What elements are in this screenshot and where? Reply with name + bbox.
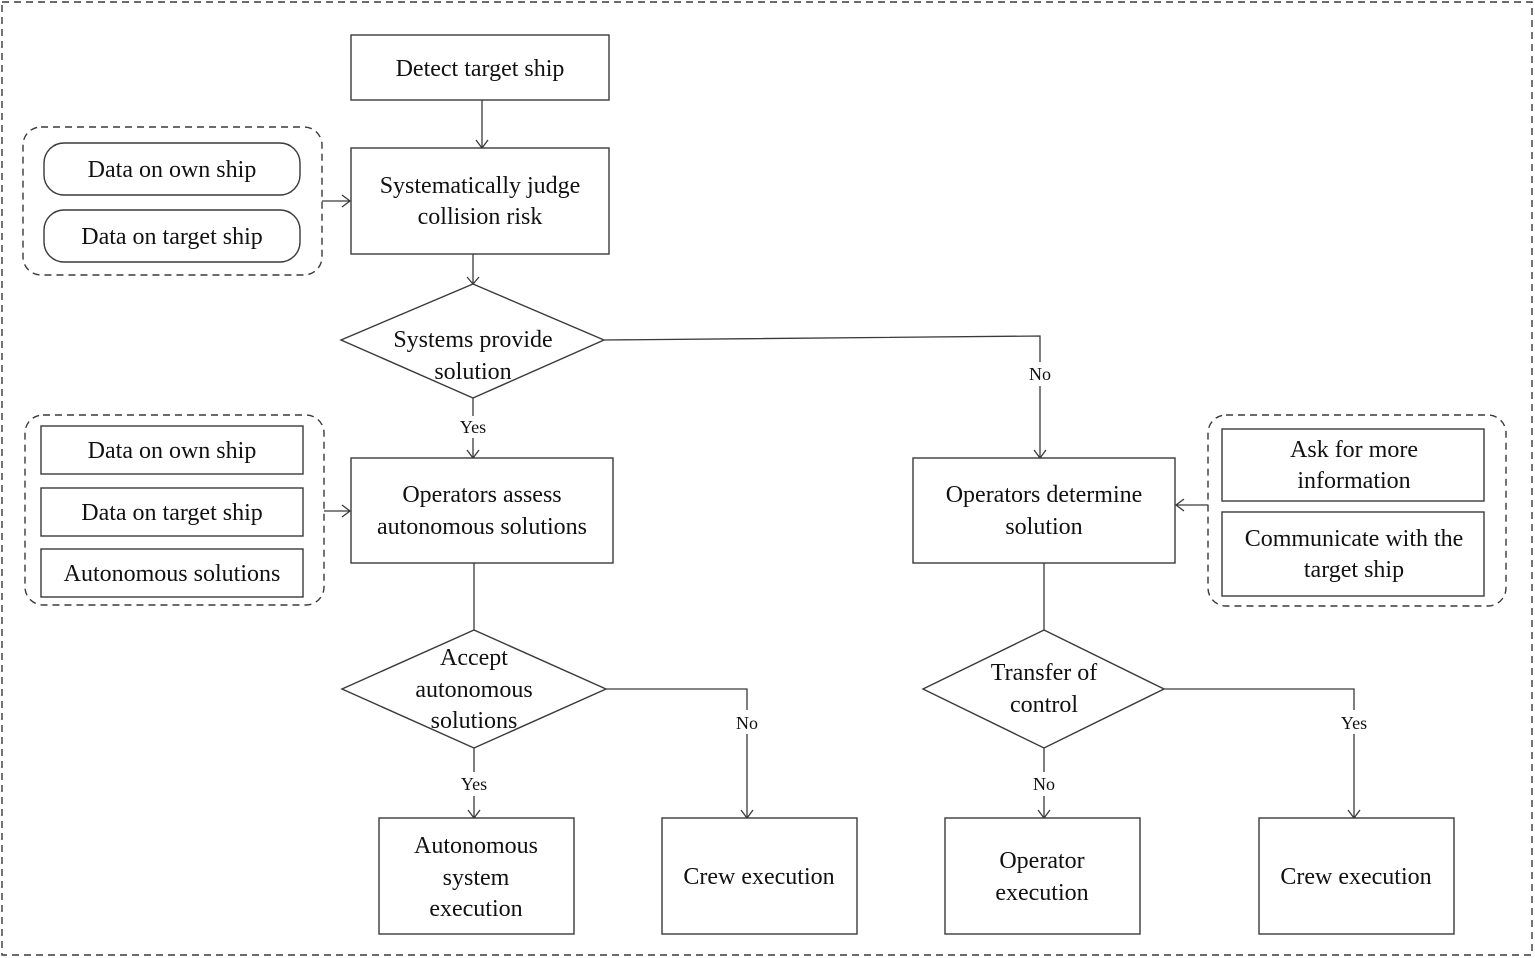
node-text: Detect target ship: [396, 56, 565, 82]
node-text: Crew execution: [1280, 864, 1431, 890]
input-group-determine: Ask for more information Communicate wit…: [1207, 414, 1507, 607]
input-data-target-ship: Data on target ship: [40, 487, 304, 537]
input-text: Autonomous solutions: [64, 561, 281, 587]
node-operators-determine: Operators determine solution: [912, 457, 1176, 564]
input-group-judge: Data on own ship Data on target ship: [22, 126, 323, 276]
node-text: system: [443, 865, 510, 891]
input-group-assess: Data on own ship Data on target ship Aut…: [24, 414, 325, 606]
label-yes-systems: Yes: [460, 417, 486, 437]
arrowhead: [341, 504, 352, 518]
node-text: Systematically judge: [380, 173, 581, 199]
input-data-target-ship: Data on target ship: [43, 209, 301, 263]
node-text: collision risk: [418, 204, 543, 230]
edges: [322, 100, 1361, 820]
input-communicate-target-ship: Communicate with the target ship: [1221, 511, 1485, 597]
arrowhead: [1174, 498, 1185, 512]
input-text: Communicate with the: [1245, 526, 1464, 552]
input-text: Data on target ship: [81, 224, 263, 250]
arrowhead: [341, 194, 352, 208]
edge-decision-no: [603, 335, 1041, 458]
label-no-accept: No: [736, 713, 758, 733]
input-data-own-ship: Data on own ship: [40, 425, 304, 475]
node-text: execution: [429, 896, 522, 922]
node-text: control: [1010, 692, 1078, 718]
edge-transfer-yes: [1164, 688, 1355, 818]
label-yes-accept: Yes: [461, 774, 487, 794]
input-text: Ask for more: [1290, 437, 1418, 463]
label-yes-transfer: Yes: [1341, 713, 1367, 733]
input-text: information: [1297, 468, 1410, 494]
node-judge-collision-risk: Systematically judge collision risk: [350, 147, 610, 255]
input-text: Data on own ship: [88, 438, 257, 464]
node-text: Operators determine: [946, 482, 1143, 508]
input-text: Data on own ship: [88, 157, 257, 183]
decision-systems-provide-solution: Systems provide solution: [339, 283, 606, 399]
input-text: Data on target ship: [81, 500, 263, 526]
label-no-systems: No: [1029, 364, 1051, 384]
node-text: Operators assess: [402, 482, 561, 508]
input-text: target ship: [1304, 557, 1404, 583]
node-text: Crew execution: [683, 864, 834, 890]
node-text: execution: [995, 880, 1088, 906]
node-text: Autonomous: [414, 833, 538, 859]
node-operators-assess: Operators assess autonomous solutions: [350, 457, 614, 564]
input-data-own-ship: Data on own ship: [43, 142, 301, 196]
node-text: solutions: [431, 708, 518, 734]
node-text: solution: [1005, 514, 1082, 540]
node-text: Accept: [440, 645, 508, 671]
input-ask-more-information: Ask for more information: [1221, 428, 1485, 502]
node-autonomous-system-execution: Autonomous system execution: [378, 817, 575, 935]
node-crew-execution-left: Crew execution: [661, 817, 858, 935]
input-autonomous-solutions: Autonomous solutions: [40, 548, 304, 598]
decision-transfer-of-control: Transfer of control: [921, 629, 1166, 749]
node-operator-execution: Operator execution: [944, 817, 1141, 935]
node-text: solution: [434, 359, 511, 385]
edge-accept-no: [606, 688, 748, 818]
node-detect-target-ship: Detect target ship: [350, 34, 610, 101]
node-text: Transfer of: [991, 660, 1097, 686]
node-text: Operator: [999, 848, 1084, 874]
decision-accept-autonomous-solutions: Accept autonomous solutions: [340, 629, 608, 749]
label-no-transfer: No: [1033, 774, 1055, 794]
node-crew-execution-right: Crew execution: [1258, 817, 1455, 935]
node-text: Systems provide: [393, 327, 552, 353]
node-text: autonomous solutions: [377, 514, 587, 540]
node-text: autonomous: [415, 677, 532, 703]
